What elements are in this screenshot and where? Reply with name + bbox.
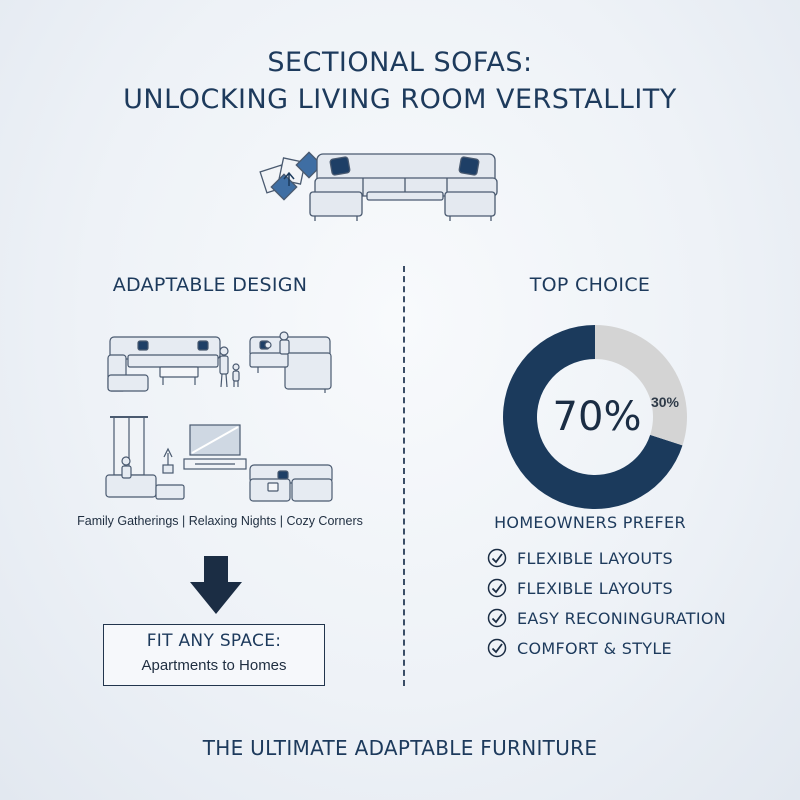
check-circle-icon: [487, 548, 507, 568]
footer-tagline: THE ULTIMATE ADAPTABLE FURNITURE: [202, 736, 598, 760]
benefit-label: COMFORT & STYLE: [517, 638, 672, 658]
page-title-line2: UNLOCKING LIVING ROOM VERSTALLITY: [123, 84, 677, 115]
fit-any-space-title: FIT ANY SPACE:: [146, 631, 282, 651]
page-title-line1: SECTIONAL SOFAS:: [267, 47, 533, 78]
adaptable-design-heading: ADAPTABLE DESIGN: [112, 274, 308, 296]
check-circle-icon: [487, 578, 507, 598]
benefit-label: EASY RECONINGURATION: [517, 608, 727, 628]
donut-slice-minor: [595, 325, 687, 446]
top-choice-heading: TOP CHOICE: [529, 274, 651, 296]
homeowners-prefer-heading: HOMEOWNERS PREFER: [494, 513, 686, 532]
donut-minor-label: 30%: [651, 394, 680, 410]
benefit-item: FLEXIBLE LAYOUTS: [487, 548, 726, 568]
sectional-sofa-hero-icon: [259, 151, 498, 221]
column-divider: [403, 266, 405, 686]
donut-slice-major: [503, 325, 683, 509]
benefit-label: FLEXIBLE LAYOUTS: [517, 548, 673, 568]
benefit-item: FLEXIBLE LAYOUTS: [487, 578, 726, 598]
benefit-label: FLEXIBLE LAYOUTS: [517, 578, 673, 598]
living-room-scenes-icon: [105, 331, 333, 502]
check-circle-icon: [487, 638, 507, 658]
fit-any-space-box: FIT ANY SPACE: Apartments to Homes: [103, 624, 325, 686]
benefit-item: EASY RECONINGURATION: [487, 608, 726, 628]
check-circle-icon: [487, 608, 507, 628]
arrow-down-icon: [190, 556, 242, 614]
benefits-list: FLEXIBLE LAYOUTS FLEXIBLE LAYOUTS EASY R…: [487, 548, 726, 658]
preference-donut-chart: 70% 30%: [503, 325, 687, 509]
donut-main-label: 70%: [553, 394, 642, 440]
lifestyle-captions: Family Gatherings | Relaxing Nights | Co…: [77, 514, 363, 528]
fit-any-space-subtitle: Apartments to Homes: [141, 657, 287, 674]
benefit-item: COMFORT & STYLE: [487, 638, 726, 658]
